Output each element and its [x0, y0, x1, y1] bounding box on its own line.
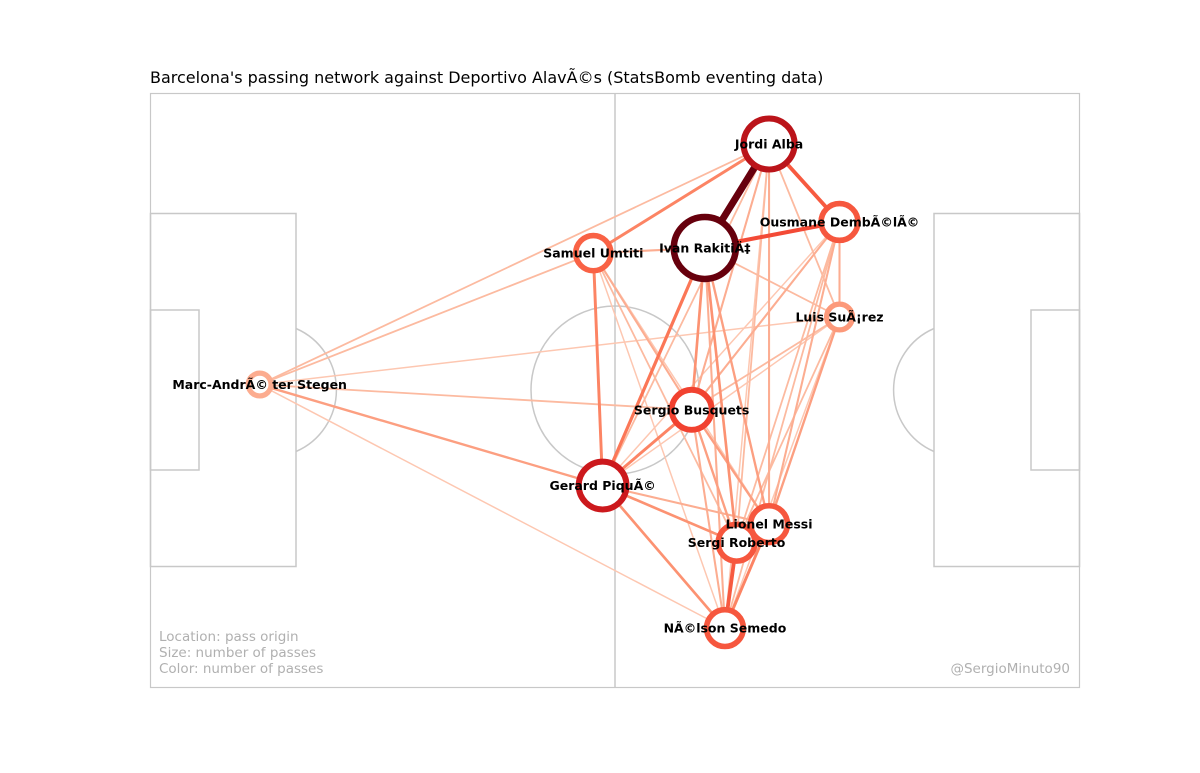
pass-link-terstegen-busquets — [258, 383, 693, 411]
credit: @SergioMinuto90 — [950, 661, 1070, 677]
player-label-busquets: Sergio Busquets — [634, 402, 749, 417]
player-label-rakitic: Ivan RakitiÄ‡ — [659, 240, 750, 255]
note-color: Color: number of passes — [159, 661, 323, 677]
pass-link-alba-umtiti — [591, 142, 771, 255]
player-nodes — [245, 115, 861, 650]
pass-link-busquets-semedo — [690, 408, 726, 630]
player-label-messi: Lionel Messi — [726, 517, 813, 532]
player-node-semedo — [703, 606, 747, 650]
pass-link-suarez-busquets — [690, 316, 841, 411]
pass-link-terstegen-alba — [258, 143, 770, 386]
pass-link-alba-busquets — [690, 142, 771, 411]
pass-link-dembele-busquets — [690, 220, 841, 411]
player-node-umtiti — [572, 232, 614, 274]
pass-link-rakitic-pique — [600, 246, 707, 488]
right-six-yard-box — [1030, 309, 1081, 471]
pass-link-terstegen-semedo — [258, 383, 726, 629]
player-node-rakitic — [670, 213, 740, 283]
player-node-dembele — [818, 200, 861, 244]
pass-link-suarez-messi — [767, 315, 841, 526]
left-six-yard-box — [149, 309, 200, 471]
pass-link-dembele-pique — [601, 221, 841, 487]
player-label-terstegen: Marc-AndrÃ© ter Stegen — [172, 377, 347, 392]
pass-link-rakitic-roberto — [703, 246, 738, 545]
pass-link-pique-messi — [601, 484, 771, 526]
pass-link-dembele-messi — [768, 220, 841, 526]
pass-link-umtiti-roberto — [592, 252, 738, 544]
player-label-dembele: Ousmane DembÃ©lÃ© — [760, 214, 920, 229]
pass-link-busquets-messi — [690, 408, 771, 526]
player-label-roberto: Sergi Roberto — [688, 535, 786, 550]
note-size: Size: number of passes — [159, 645, 316, 661]
pass-link-terstegen-suarez — [258, 316, 841, 386]
player-node-terstegen — [245, 370, 274, 399]
player-node-busquets — [668, 386, 715, 433]
pass-link-suarez-semedo — [724, 316, 841, 629]
player-node-roberto — [715, 521, 758, 564]
chart-title: Barcelona's passing network against Depo… — [150, 68, 824, 87]
pass-link-umtiti-semedo — [592, 252, 726, 629]
player-node-alba — [740, 115, 798, 173]
player-node-suarez — [823, 301, 856, 333]
player-node-pique — [575, 458, 630, 513]
pass-link-rakitic-semedo — [703, 246, 726, 630]
right-penalty-box — [933, 212, 1081, 568]
pass-link-terstegen-pique — [258, 383, 604, 487]
pass-link-dembele-semedo — [724, 221, 841, 629]
player-label-alba: Jordi Alba — [734, 136, 803, 151]
pass-link-umtiti-pique — [591, 251, 605, 488]
player-label-suarez: Luis SuÃ¡rez — [795, 309, 883, 324]
pass-link-rakitic-messi — [703, 246, 771, 526]
pass-link-pique-semedo — [601, 484, 727, 630]
left-penalty-arc — [295, 327, 338, 453]
player-node-messi — [747, 502, 791, 546]
pass-link-dembele-roberto — [735, 221, 841, 544]
note-location: Location: pass origin — [159, 629, 299, 645]
pass-link-terstegen-umtiti — [258, 252, 595, 386]
right-penalty-arc — [892, 327, 935, 453]
player-label-semedo: NÃ©lson Semedo — [664, 621, 787, 636]
pass-link-alba-pique — [601, 143, 770, 487]
pass-link-busquets-roberto — [690, 408, 738, 544]
pass-link-suarez-roberto — [735, 316, 841, 544]
legend-notes: Location: pass origin Size: number of pa… — [159, 629, 1070, 677]
player-label-pique: Gerard PiquÃ© — [549, 478, 655, 493]
pass-link-umtiti-busquets — [592, 252, 693, 411]
player-label-umtiti: Samuel Umtiti — [543, 246, 643, 261]
pass-link-alba-roberto — [735, 143, 770, 544]
